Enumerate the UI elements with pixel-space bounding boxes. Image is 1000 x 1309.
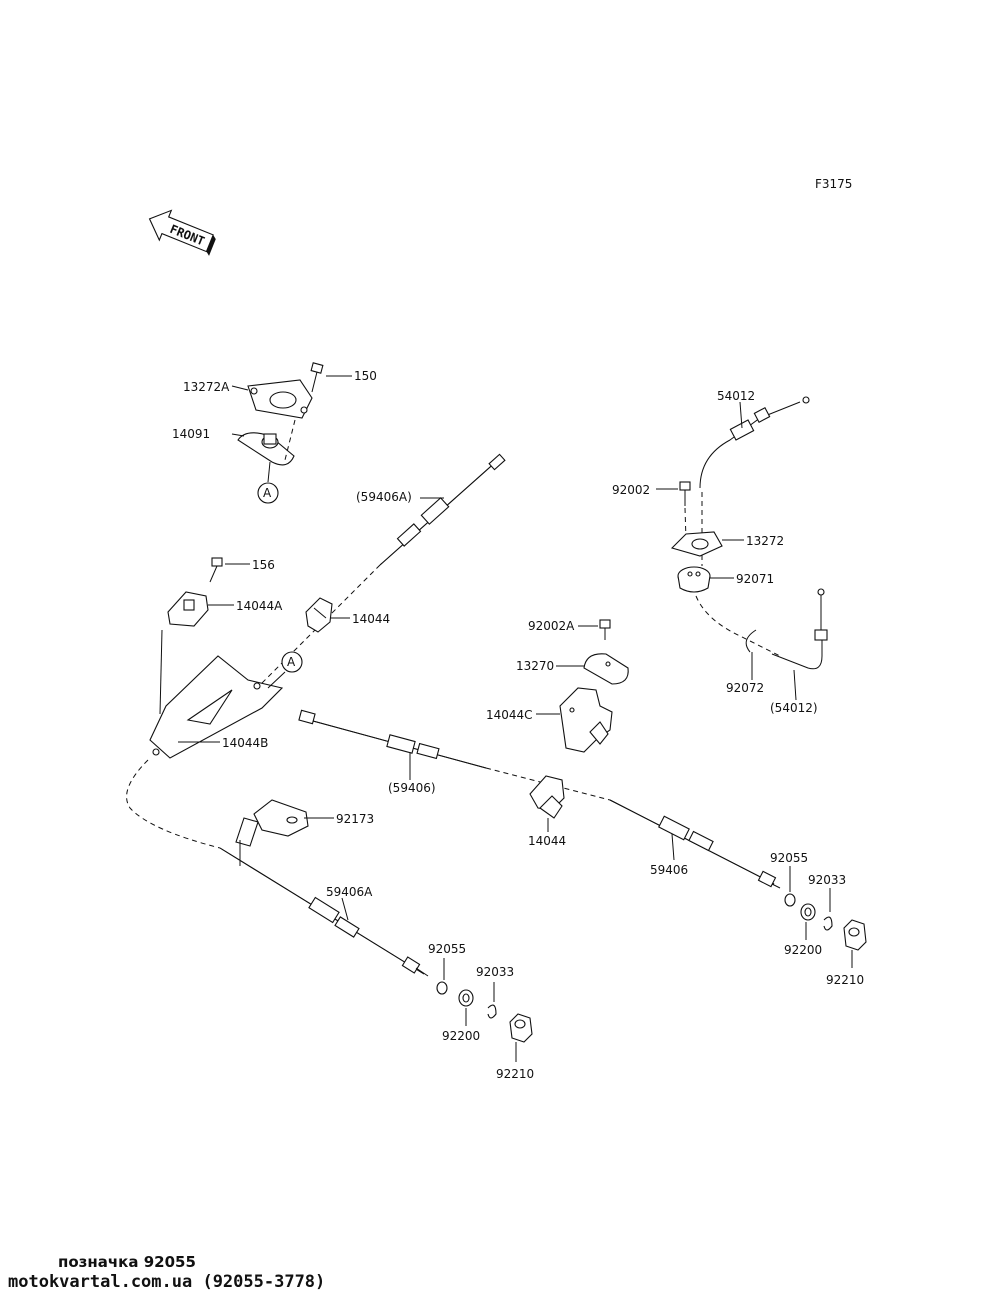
clamp-14044-top <box>305 597 333 633</box>
label-92200-right: 92200 <box>784 943 822 957</box>
washer-92055-right <box>784 893 796 907</box>
label-59406A: 59406A <box>326 885 373 899</box>
clamp-14044-mid <box>529 775 565 819</box>
label-14044-mid: 14044 <box>528 834 566 848</box>
nut-92210-left <box>509 1013 533 1043</box>
bolt-92002A <box>599 619 611 640</box>
svg-text:A: A <box>287 655 296 669</box>
cable-59406-right <box>609 799 781 889</box>
cable-59406-middle <box>298 709 487 769</box>
bolt-150 <box>310 362 324 393</box>
nut-92210-right <box>843 919 867 951</box>
label-92033-right: 92033 <box>808 873 846 887</box>
label-54012: 54012 <box>717 389 755 403</box>
label-14044-top: 14044 <box>352 612 390 626</box>
label-156: 156 <box>252 558 275 572</box>
label-13272A: 13272A <box>183 380 230 394</box>
label-92173: 92173 <box>336 812 374 826</box>
ref-marker-A-top: A <box>257 482 279 504</box>
label-59406: 59406 <box>650 863 688 877</box>
bracket-14044C <box>559 687 613 753</box>
label-92055-left: 92055 <box>428 942 466 956</box>
plate-13270 <box>583 653 629 685</box>
cable-54012 <box>699 396 810 489</box>
label-92210-left: 92210 <box>496 1067 534 1081</box>
cable-59406A-lower <box>219 847 429 977</box>
label-92200-left: 92200 <box>442 1029 480 1043</box>
label-92071: 92071 <box>736 572 774 586</box>
label-92002A: 92002A <box>528 619 575 633</box>
label-92210-right: 92210 <box>826 973 864 987</box>
washer-92033-right <box>823 916 833 931</box>
label-14044A: 14044A <box>236 599 283 613</box>
front-arrow-icon: FRONT <box>148 209 216 256</box>
label-150: 150 <box>354 369 377 383</box>
label-14044B: 14044B <box>222 736 268 750</box>
bracket-14044B <box>149 655 284 759</box>
ref-marker-A-mid: A <box>281 651 303 673</box>
washer-92200-left <box>458 989 474 1007</box>
label-13272: 13272 <box>746 534 784 548</box>
label-14044C: 14044C <box>486 708 533 722</box>
bolt-92002 <box>679 481 691 506</box>
grommet-14091 <box>237 432 295 466</box>
svg-text:A: A <box>263 486 272 500</box>
bracket-92173 <box>235 799 309 847</box>
label-92055-right: 92055 <box>770 851 808 865</box>
label-14091: 14091 <box>172 427 210 441</box>
label-92072: 92072 <box>726 681 764 695</box>
label-59406-paren: (59406) <box>388 781 436 795</box>
grommet-92071 <box>677 566 711 593</box>
gasket-13272A <box>247 379 313 419</box>
cable-59406A-upper <box>379 453 506 566</box>
bolt-156 <box>209 557 223 583</box>
clamp-14044A <box>167 591 209 627</box>
figure-code: F3175 <box>815 177 852 191</box>
cable-54012-lower <box>771 588 828 670</box>
washer-92033-left <box>487 1004 497 1019</box>
gasket-13272 <box>670 531 723 557</box>
caption-part-reference: позначка 92055 <box>58 1253 196 1271</box>
label-54012-paren: (54012) <box>770 701 818 715</box>
label-92033-left: 92033 <box>476 965 514 979</box>
washer-92200-right <box>800 903 816 921</box>
washer-92055-left <box>436 981 448 995</box>
label-92002: 92002 <box>612 483 650 497</box>
label-13270: 13270 <box>516 659 554 673</box>
label-59406A-paren: (59406A) <box>356 490 412 504</box>
caption-source: motokvartal.com.ua (92055-3778) <box>8 1272 326 1292</box>
